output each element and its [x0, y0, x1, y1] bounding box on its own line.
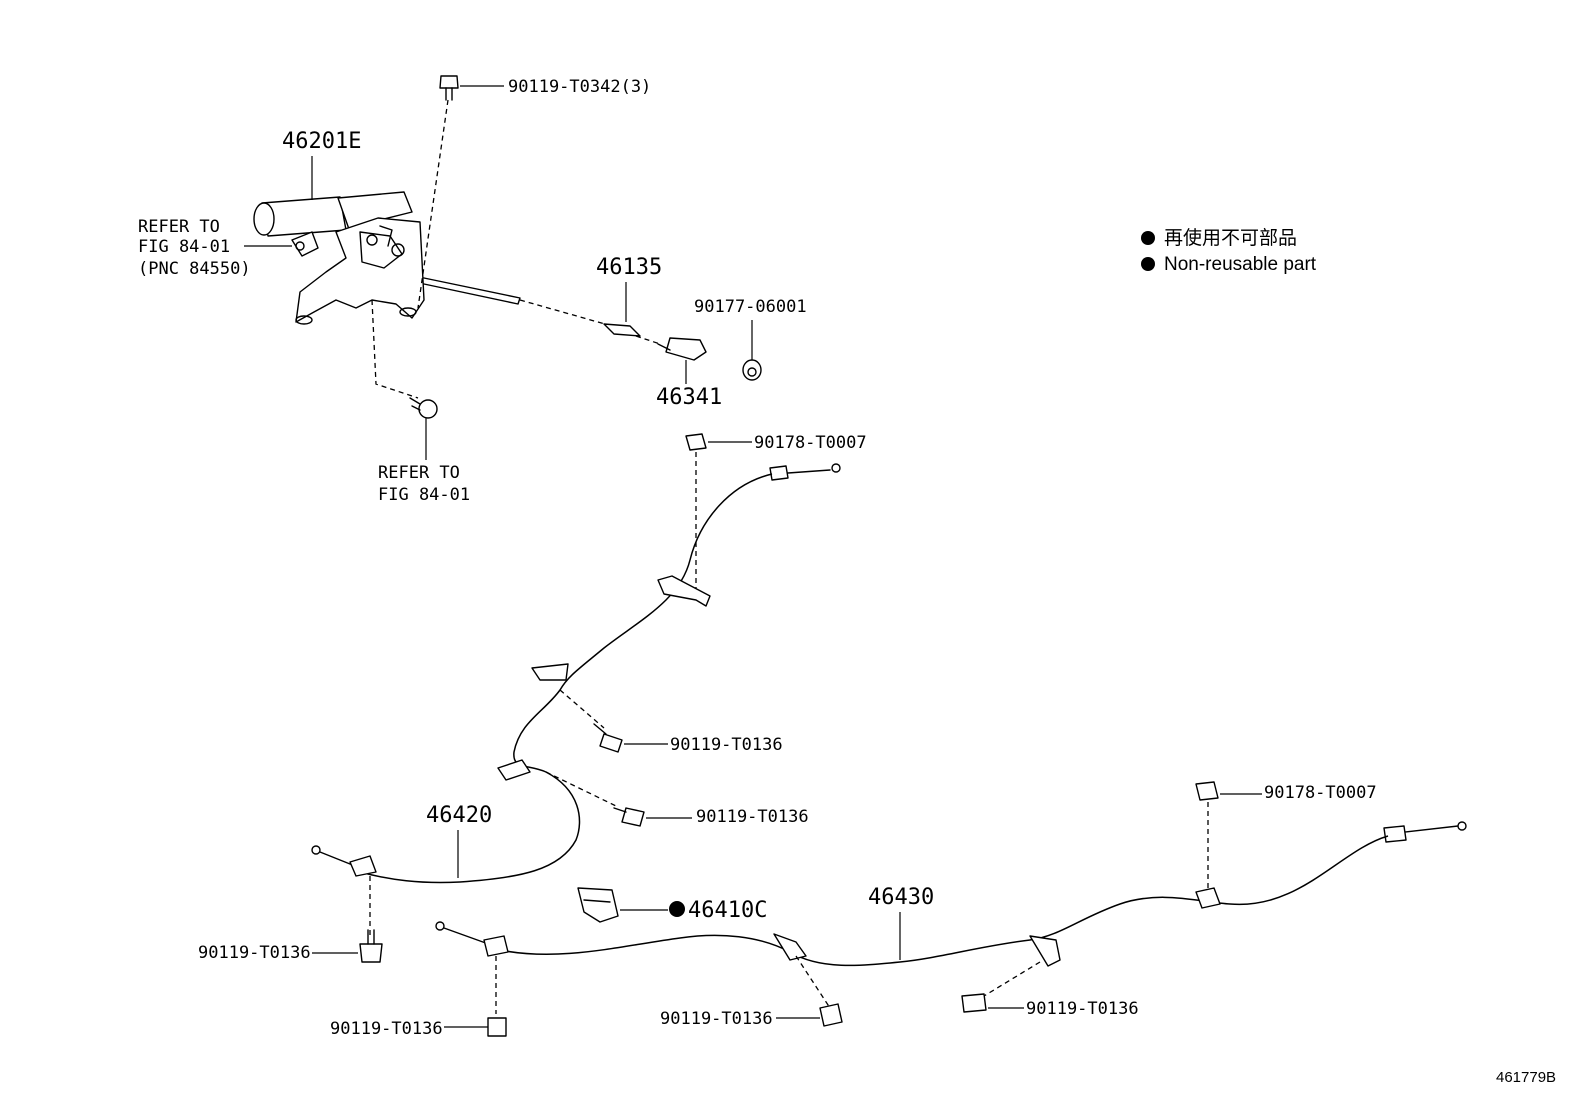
bolt-icon: [409, 397, 438, 419]
nut-icon: [742, 359, 762, 381]
non-reusable-marker-icon: [669, 901, 685, 917]
parking-brake-lever-illustration: [253, 191, 521, 325]
bolt-icon: [613, 807, 645, 827]
label-46410C: 46410C: [688, 898, 767, 923]
label-90119-T0342: 90119-T0342(3): [508, 77, 651, 97]
non-reusable-marker-icon: [1141, 231, 1155, 245]
legend-en: Non-reusable part: [1164, 254, 1317, 275]
refer-to-bottom-line1: REFER TO: [378, 463, 460, 483]
label-46135: 46135: [596, 255, 662, 280]
label-90119-T0136-a: 90119-T0136: [670, 735, 783, 755]
non-reusable-marker-icon: [1141, 257, 1155, 271]
label-46341: 46341: [656, 385, 722, 410]
label-90119-T0136-e: 90119-T0136: [660, 1009, 773, 1029]
label-90178-T0007-a: 90178-T0007: [754, 433, 867, 453]
label-90119-T0136-c: 90119-T0136: [198, 943, 311, 963]
label-90178-T0007-b: 90178-T0007: [1264, 783, 1377, 803]
refer-to-top-line2: FIG 84-01: [138, 237, 230, 257]
refer-to-top-line3: (PNC 84550): [138, 259, 251, 279]
bolt-icon: [961, 993, 987, 1013]
bolt-icon: [819, 1003, 843, 1027]
label-46430: 46430: [868, 885, 934, 910]
bolt-icon: [439, 75, 459, 101]
bolt-icon: [359, 929, 383, 963]
label-46420: 46420: [426, 803, 492, 828]
cable-46430-illustration: [435, 781, 1467, 967]
bolt-icon: [593, 723, 623, 753]
refer-to-top-line1: REFER TO: [138, 217, 220, 237]
label-90177-06001: 90177-06001: [694, 297, 807, 317]
cable-46420-illustration: [311, 433, 841, 884]
bolt-icon: [487, 1017, 507, 1037]
label-90119-T0136-f: 90119-T0136: [1026, 999, 1139, 1019]
label-90119-T0136-b: 90119-T0136: [696, 807, 809, 827]
refer-to-bottom-line2: FIG 84-01: [378, 485, 470, 505]
equalizer-icon: [603, 323, 641, 337]
label-46201E: 46201E: [282, 129, 361, 154]
figure-id: 461779B: [1496, 1069, 1556, 1086]
yoke-icon: [657, 337, 707, 361]
legend: 再使用不可部品 Non-reusable part: [1141, 227, 1317, 275]
label-90119-T0136-d: 90119-T0136: [330, 1019, 443, 1039]
clip-icon: [577, 887, 619, 923]
legend-jp: 再使用不可部品: [1164, 227, 1297, 249]
